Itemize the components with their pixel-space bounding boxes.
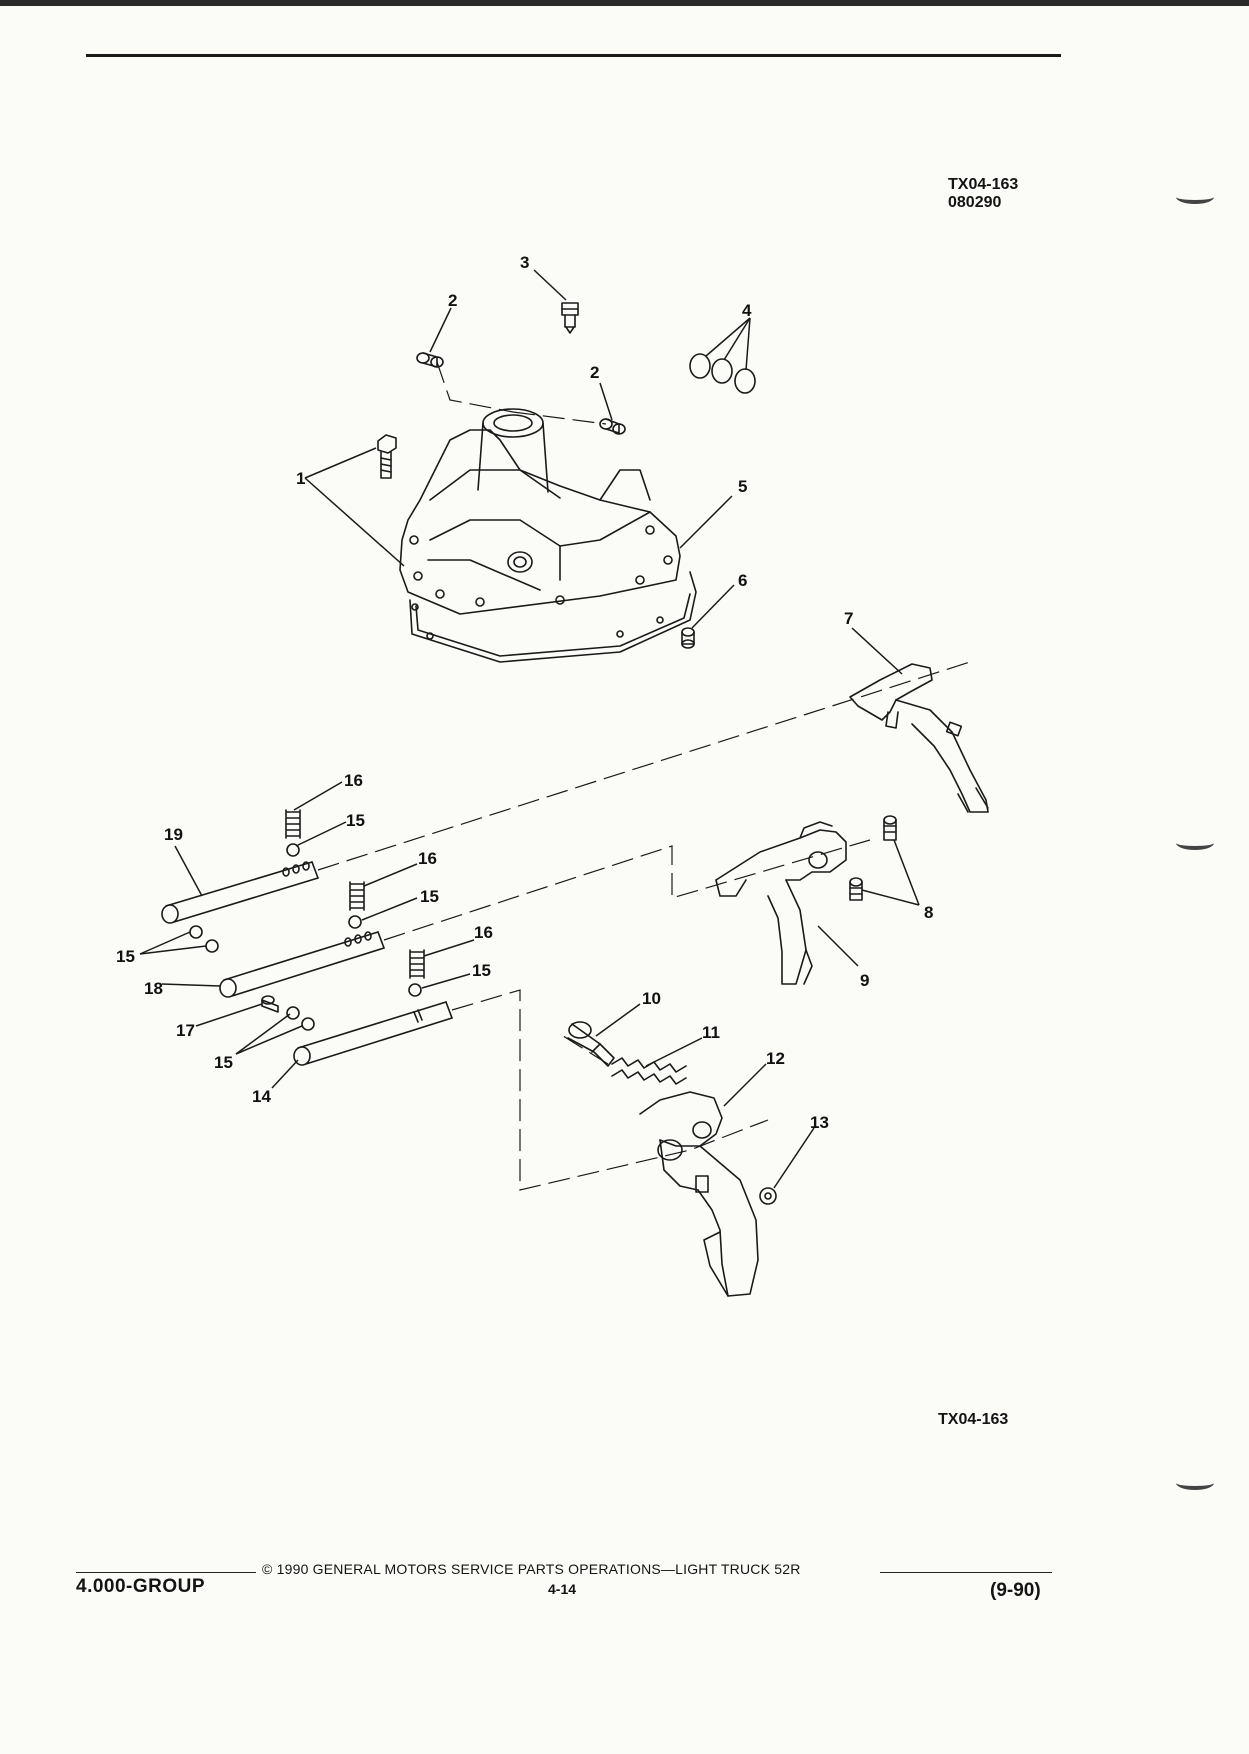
- callout-15-lower: 15: [214, 1053, 233, 1072]
- figure-id-bottom: TX04-163: [938, 1411, 1009, 1428]
- part-14-shift-rail: [293, 1001, 453, 1066]
- part-4-plugs: [689, 353, 756, 394]
- figure-id-top: TX04-163: [948, 176, 1019, 193]
- figure-id-block: TX04-163 080290: [948, 176, 1018, 212]
- part-3-breather: [561, 302, 579, 334]
- part-8-pin-upper: [883, 815, 897, 841]
- part-18-shift-rail: [219, 931, 385, 998]
- scan-edge: [0, 0, 1249, 6]
- part-13-clip: [759, 1187, 777, 1205]
- callout-17: 17: [176, 1021, 195, 1040]
- callout-15-left: 15: [116, 947, 135, 966]
- callout-1: 1: [296, 469, 305, 488]
- part-2-dowel-left: [416, 352, 444, 368]
- figure-date-code: 080290: [948, 194, 1002, 211]
- callout-9: 9: [860, 971, 869, 990]
- footer-page-number: 4-14: [548, 1581, 577, 1597]
- part-8-pin-lower: [849, 877, 863, 901]
- part-17-interlock-pin: [261, 995, 279, 1013]
- binder-mark: [1176, 1476, 1214, 1490]
- part-6-pin: [681, 627, 695, 649]
- binder-mark: [1176, 836, 1214, 850]
- callout-13: 13: [810, 1113, 829, 1132]
- part-1-bolt: [377, 434, 397, 479]
- part-5-gasket: [409, 571, 697, 663]
- callout-16-top: 16: [344, 771, 363, 790]
- binder-mark: [1176, 190, 1214, 204]
- callout-6: 6: [738, 571, 747, 590]
- part-19-shift-rail: [161, 861, 319, 924]
- part-15-balls: [189, 843, 422, 1031]
- callout-18: 18: [144, 979, 163, 998]
- part-16-springs: [285, 809, 425, 979]
- part-2-dowel-right: [599, 418, 626, 435]
- part-9-shift-fork: [715, 821, 847, 985]
- footer-revision: (9-90): [990, 1580, 1041, 1601]
- part-7-shift-fork: [849, 663, 989, 813]
- callout-8: 8: [924, 903, 933, 922]
- callout-2-left: 2: [448, 291, 457, 310]
- part-11-spring: [611, 1057, 687, 1085]
- part-10-plunger: [567, 1021, 615, 1067]
- callout-15-top: 15: [346, 811, 365, 830]
- callout-5: 5: [738, 477, 747, 496]
- footer-copyright: © 1990 GENERAL MOTORS SERVICE PARTS OPER…: [262, 1561, 801, 1577]
- leader-lines: [139, 269, 920, 1189]
- callout-15-middle: 15: [420, 887, 439, 906]
- callout-14: 14: [252, 1087, 271, 1106]
- callout-19: 19: [164, 825, 183, 844]
- part-12-shift-fork: [639, 1091, 759, 1297]
- footer-group-label: 4.000-GROUP: [76, 1576, 206, 1597]
- footer-rule-left: [76, 1572, 256, 1573]
- callout-12: 12: [766, 1049, 785, 1068]
- callout-4: 4: [742, 301, 752, 320]
- callout-7: 7: [844, 609, 853, 628]
- footer-rule-right: [880, 1572, 1052, 1573]
- alignment-lines: [317, 361, 971, 1191]
- callout-3: 3: [520, 253, 529, 272]
- callout-10: 10: [642, 989, 661, 1008]
- callout-16-middle: 16: [418, 849, 437, 868]
- header-rule: [86, 54, 1061, 57]
- callout-16-bottom: 16: [474, 923, 493, 942]
- callout-2-right: 2: [590, 363, 599, 382]
- callout-15-bottom: 15: [472, 961, 491, 980]
- callout-11: 11: [702, 1023, 720, 1042]
- shift-cover-housing: [399, 408, 681, 615]
